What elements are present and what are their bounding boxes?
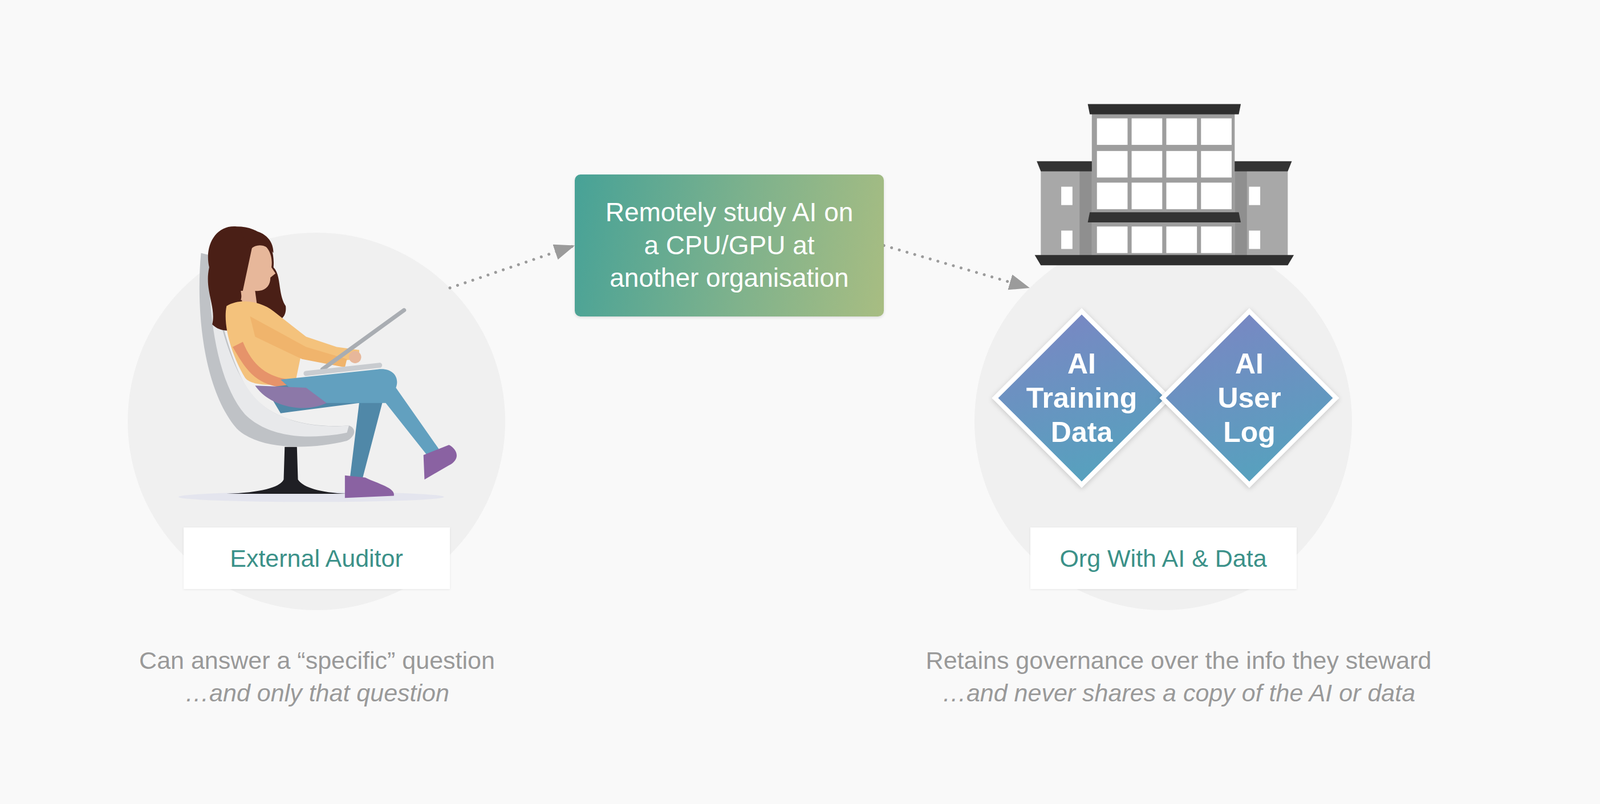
building-icon-part (1087, 104, 1241, 115)
building-icon-part (1131, 118, 1163, 146)
caption-text: …and never shares a copy of the AI or da… (941, 679, 1416, 707)
building-icon-part (1200, 118, 1232, 146)
building-icon-part (1097, 226, 1128, 254)
building-icon-part (1166, 182, 1197, 210)
auditor-figure-part (344, 475, 395, 498)
organisation-circle: Org With AI & Data AI Training Data AI Use… (974, 232, 1352, 611)
building-icon (1034, 104, 1295, 266)
building-icon-part (1097, 182, 1128, 210)
building-icon-part (1061, 186, 1073, 205)
auditor-figure-part (322, 310, 404, 370)
diamond-fill (1162, 311, 1336, 485)
building-icon-part (1036, 161, 1094, 172)
node-text: AI User Log (1206, 346, 1293, 450)
circle-fill (974, 232, 1352, 611)
actor-circle: External Auditor (127, 232, 506, 611)
building-icon-part (1166, 118, 1197, 146)
dotted-arrow (449, 245, 575, 288)
diamond-fill (995, 311, 1169, 485)
caption-block: …and only that question (3, 678, 631, 709)
building-icon-part (1131, 182, 1163, 210)
auditor-figure-part (240, 230, 274, 253)
circle-fill (127, 232, 506, 611)
node-label: External Auditor (183, 527, 450, 590)
building-icon-part (1200, 182, 1232, 210)
building-icon-part (1200, 226, 1232, 254)
building-icon-part (1131, 226, 1163, 254)
building-icon-part (1097, 151, 1128, 178)
building-icon-part (1091, 110, 1236, 258)
building-icon-part (1061, 230, 1073, 249)
caption-text: …and only that question (184, 679, 450, 707)
caption-text: Retains governance over the info they st… (926, 646, 1432, 674)
caption-block: Retains governance over the info they st… (807, 646, 1550, 676)
process-box: Remotely study AI on a CPU/GPU at anothe… (574, 174, 884, 317)
building-icon-part (1248, 230, 1261, 249)
building-icon-part (1131, 151, 1163, 178)
building-icon-part (1248, 186, 1261, 205)
building-icon-part (1034, 254, 1295, 266)
building-icon-part (1232, 161, 1293, 172)
building-icon-part (1200, 151, 1232, 178)
building-icon-part (1234, 166, 1288, 259)
auditor-figure-part (280, 368, 439, 457)
node-label: Org With AI & Data (1030, 527, 1297, 590)
building-icon-part (1166, 226, 1197, 254)
building-icon-part (1087, 212, 1241, 223)
auditor-figure-part (226, 447, 347, 494)
auditor-figure-part (423, 444, 457, 480)
auditor-figure (178, 226, 457, 502)
caption-block: …and never shares a copy of the AI or da… (807, 678, 1550, 709)
data-diamond: AI Training Data (991, 307, 1172, 489)
building-icon-part (1040, 166, 1092, 259)
building-icon-part (1166, 151, 1197, 178)
auditor-figure-part (254, 385, 327, 408)
node-text: AI Training Data (1020, 346, 1144, 450)
building-icon-part (1097, 118, 1128, 146)
node-text: Remotely study AI on a CPU/GPU at anothe… (600, 196, 858, 295)
caption-block: Can answer a “specific” question (3, 646, 631, 676)
data-diamond: AI User Log (1159, 307, 1340, 489)
dotted-arrow (883, 245, 1030, 288)
caption-text: Can answer a “specific” question (139, 646, 495, 674)
auditor-figure-part (348, 351, 361, 364)
